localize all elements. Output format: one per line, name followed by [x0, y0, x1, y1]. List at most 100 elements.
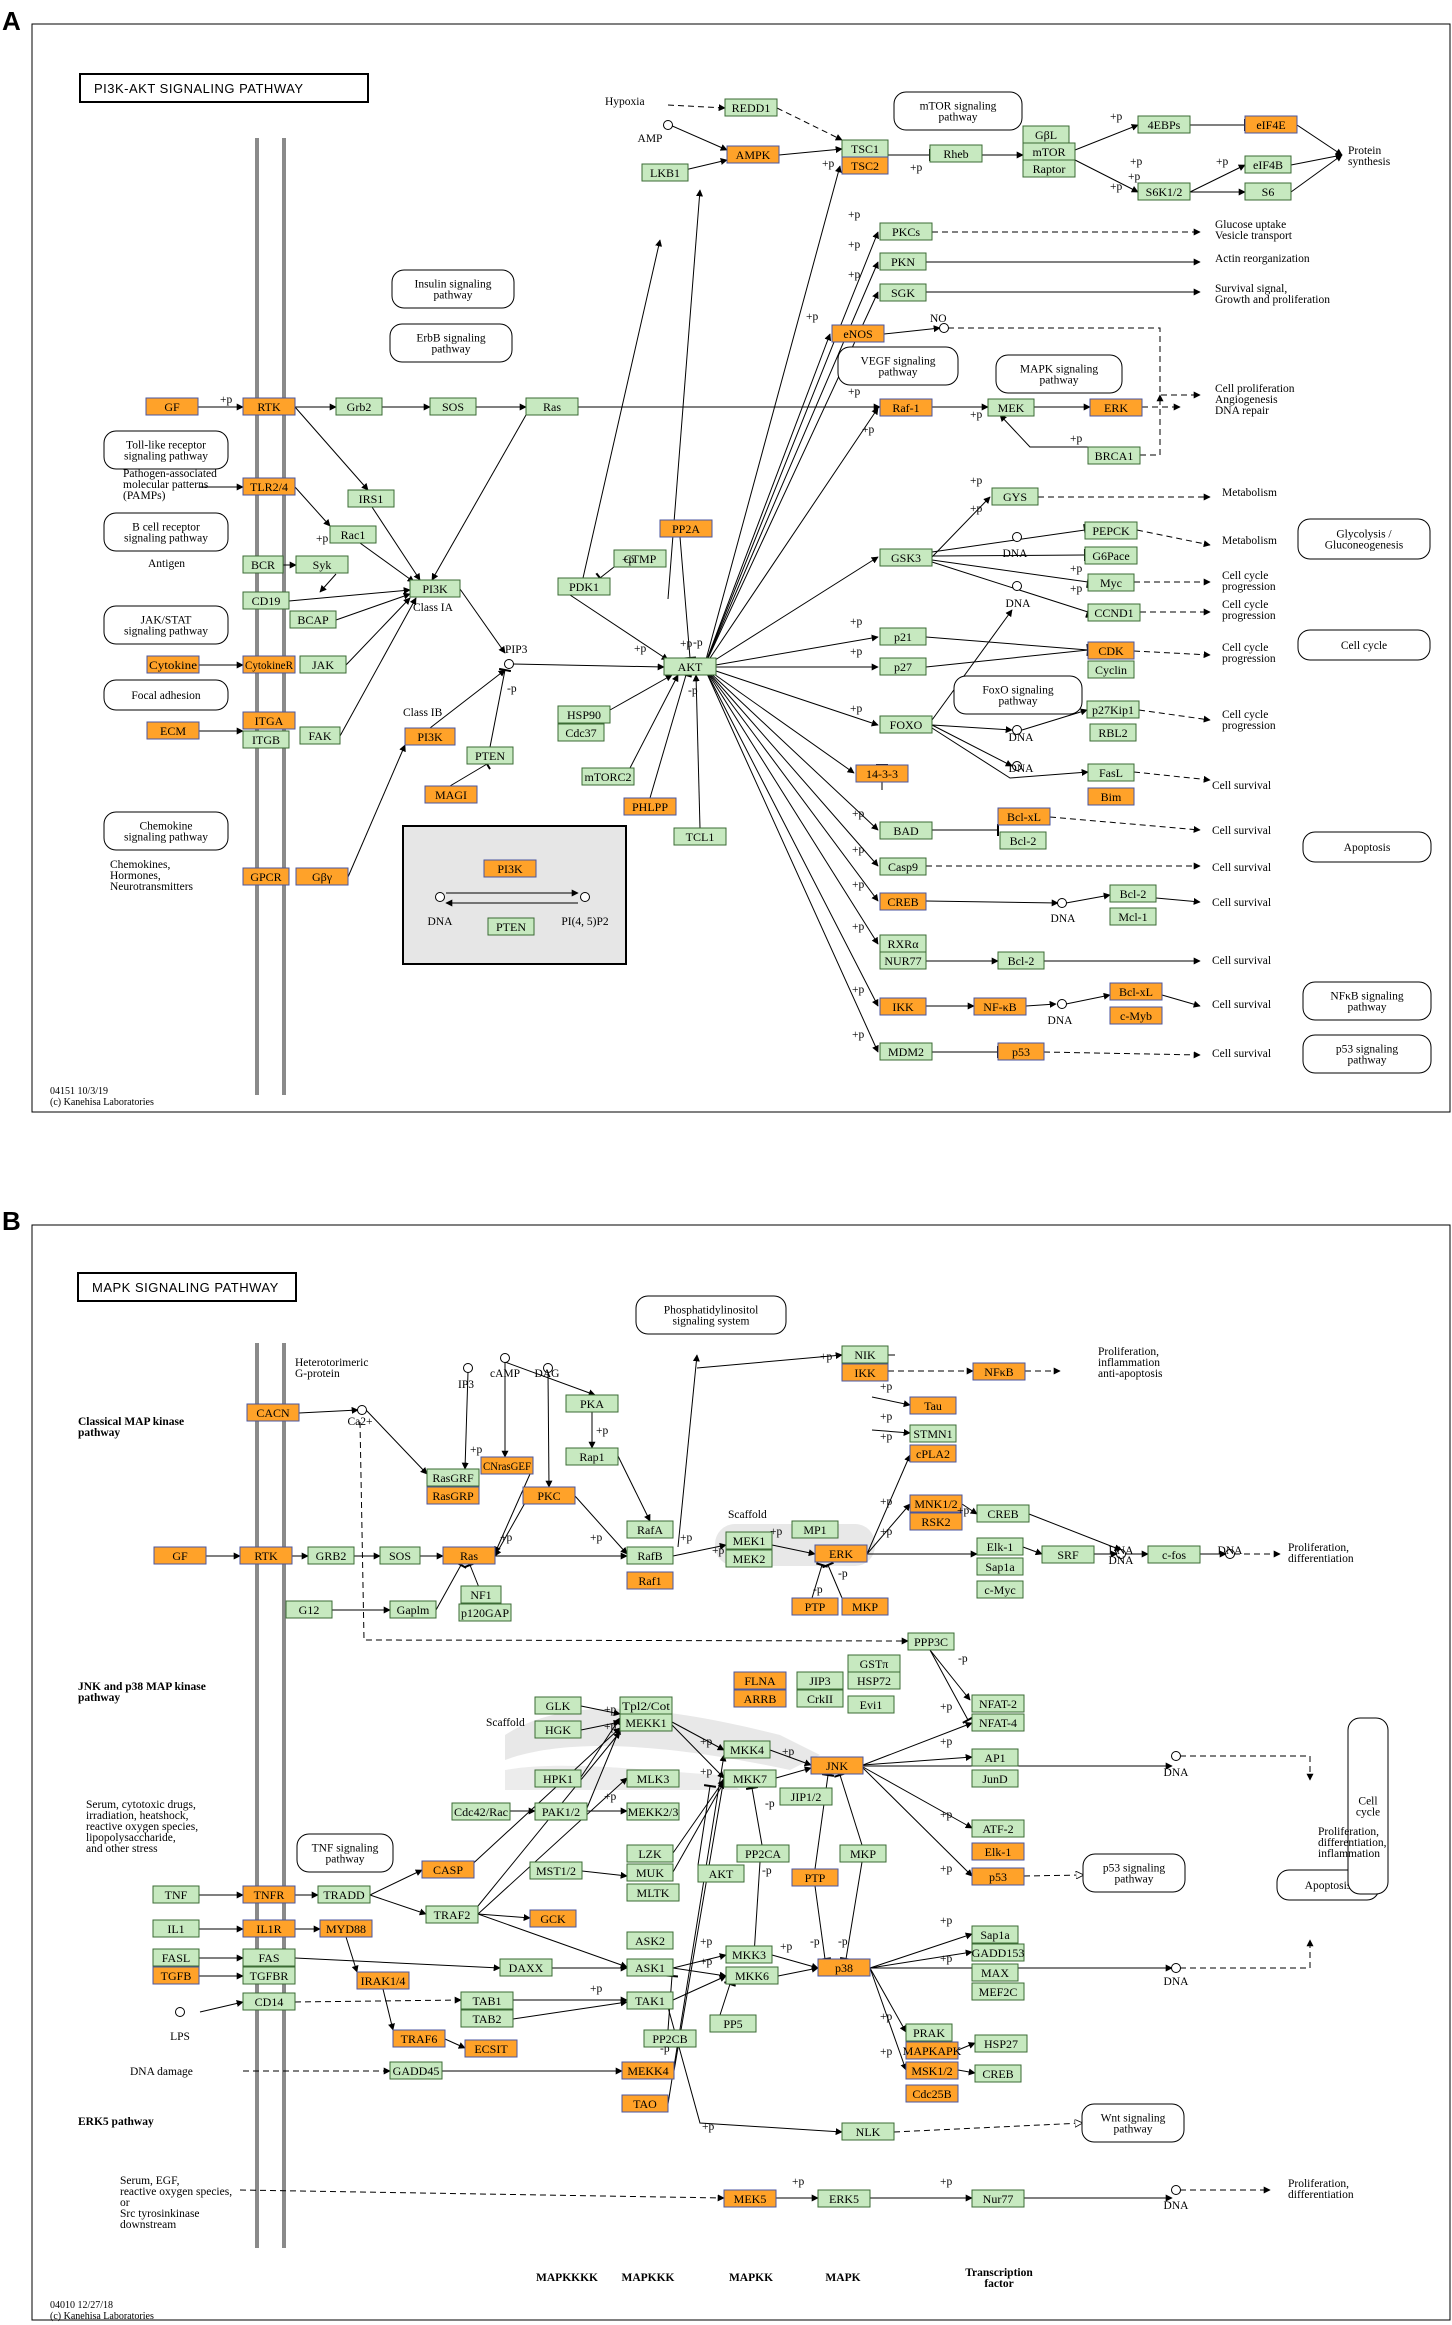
panel_a-node-label: Grb2	[347, 400, 372, 414]
panel_b-node-box	[847, 1695, 895, 1714]
panel_a-node-label: p27Kip1	[1092, 703, 1134, 717]
panel_b-node-label: ECSIT	[474, 2042, 508, 2056]
panel_b-node-box	[971, 1819, 1025, 1838]
interaction-edge	[931, 523, 1087, 553]
panel_b-node-mlk3: MLK3	[626, 1769, 680, 1788]
panel_b-node-label: MKP	[852, 1600, 878, 1614]
panel_b-node-box	[974, 2034, 1028, 2053]
panel_a-node-box	[991, 487, 1039, 506]
panel_b-annotation-line: Proliferation,	[1098, 1346, 1159, 1358]
interaction-edge	[1049, 816, 1201, 833]
panel_a-node-rheb: Rheb	[929, 144, 983, 163]
panel_a-node-label: Casp9	[888, 860, 918, 874]
panel_a-node-box	[841, 156, 889, 175]
interaction-edge	[931, 561, 1091, 619]
panel_b-node-box	[534, 1802, 588, 1821]
panel_b-node-crkii: CrkII	[796, 1689, 844, 1708]
compound-circle	[1057, 999, 1067, 1009]
panel_a-node-box	[855, 764, 909, 783]
phospho-label: +p	[880, 2046, 892, 2058]
cell-membrane-b	[255, 1343, 259, 2248]
phospho-label: +p	[604, 1791, 616, 1803]
panel_a-node-box	[1244, 182, 1292, 201]
panel_b-node-box	[841, 2122, 895, 2141]
phospho-label: +p	[1130, 156, 1142, 168]
panel_a-pathway-box-outline	[103, 679, 229, 711]
panel_a-node-label: PI3K	[417, 730, 443, 744]
panel_a-annotation-line: DNA	[1009, 763, 1035, 775]
panel_a-annotation: Antigen	[148, 558, 185, 570]
interaction-edge	[489, 667, 512, 748]
panel_b-node-box	[626, 1546, 674, 1565]
panel_a-node-bclxl2: Bcl-xL	[1109, 982, 1163, 1001]
panel_a-pathway-box-label: Glycolysis /	[1336, 529, 1392, 541]
panel_a-node-box	[929, 144, 983, 163]
panel_a-pathway-box-label: signaling pathway	[124, 832, 208, 844]
panel_b-node-gadd45: GADD45	[389, 2061, 443, 2080]
panel_a-pathway-box: Apoptosis	[1302, 831, 1432, 863]
panel_a-annotation-line: Metabolism	[1222, 487, 1277, 499]
panel_a-annotation: NO	[930, 313, 947, 325]
panel_b-node-ap1: AP1	[971, 1748, 1019, 1767]
panel_b-node-label: p120GAP	[461, 1606, 509, 1620]
compound-circle	[1116, 1549, 1126, 1559]
panel_b-node-msk12: MSK1/2	[905, 2061, 959, 2080]
panel_a-node-label: c-Myb	[1120, 1009, 1152, 1023]
panel_a-node-box	[1109, 884, 1157, 903]
panel_b-node-label: MEKK4	[627, 2064, 668, 2078]
panel_a-node-label: eIF4B	[1253, 158, 1283, 172]
panel_b-node-mst12: MST1/2	[529, 1861, 583, 1880]
panel_b-node-box	[621, 2094, 669, 2113]
panel_a-pathway-box-outline	[953, 675, 1083, 715]
panel_a-node-box	[879, 1042, 933, 1061]
panel_a-pathway-box-label: pathway	[939, 112, 978, 124]
panel_a-node-label: S6	[1262, 185, 1275, 199]
panel_b-node-nfat2: NFAT-2	[971, 1694, 1025, 1713]
interaction-edge	[931, 548, 1087, 562]
panel_b-annotation: Serum, cytotoxic drugs,irradiation, heat…	[86, 1799, 198, 1855]
panel_a-node-box	[242, 655, 296, 674]
compound-circle	[175, 2007, 185, 2017]
panel_b-node-mp1: MP1	[791, 1520, 839, 1539]
panel_a-annotation-line: PIP3	[505, 644, 528, 656]
panel_a-annotation-line: Actin reorganization	[1215, 253, 1310, 265]
phospho-label: +p	[1128, 171, 1140, 183]
interaction-edge	[929, 1649, 971, 1701]
panel_b-node-pkc: PKC	[522, 1486, 576, 1505]
interaction-edge	[239, 2189, 725, 2202]
panel_a-node-pten: PTEN	[466, 746, 514, 765]
panel_a-node-label: GPCR	[250, 870, 281, 884]
panel_a-node-tsc1: TSC1	[841, 139, 889, 158]
panel_b-node-box	[733, 1689, 787, 1708]
panel_a-node-label: IRS1	[359, 492, 384, 506]
panel_b-node-gaplm: Gaplm	[389, 1600, 437, 1619]
panel_b-node-ptp2: PTP	[791, 1868, 839, 1887]
panel_b-node-label: TAB2	[472, 2012, 501, 2026]
compound-circle	[1012, 532, 1022, 542]
panel_b-node-box	[791, 1520, 839, 1539]
panel_b-annotation-line: DNA	[1109, 1545, 1135, 1557]
panel_b-node-box	[909, 1424, 957, 1443]
panel_a-node-box	[623, 797, 677, 816]
panel_b-annotation: DNA	[1109, 1545, 1135, 1557]
panel_a-annotation: DNA	[428, 916, 454, 928]
interaction-edge	[477, 1777, 628, 1915]
akt-target-edge	[703, 634, 879, 668]
panel_b-annotation-line: DNA	[1164, 2200, 1190, 2212]
panel_b-node-box	[817, 1958, 871, 1977]
panel_b-annotation: cAMP	[490, 1368, 520, 1380]
panel_b-node-jnk: JNK	[810, 1756, 864, 1775]
panel_a-annotation-line: progression	[1222, 610, 1276, 622]
phospho-label: -p	[762, 1865, 772, 1877]
panel_b-node-box	[392, 2029, 446, 2048]
panel_a-node-box	[997, 807, 1051, 826]
panel_b-node-box	[905, 2084, 959, 2103]
panel_b-annotation-line: Ca2+	[347, 1416, 372, 1428]
panel_a-node-label: BCR	[251, 558, 275, 572]
panel_a-node-box	[525, 397, 579, 416]
panel_b-node-ptp: PTP	[791, 1597, 839, 1616]
panel_a-node-foxo: FOXO	[879, 715, 933, 734]
interaction-edge	[461, 1371, 469, 1470]
